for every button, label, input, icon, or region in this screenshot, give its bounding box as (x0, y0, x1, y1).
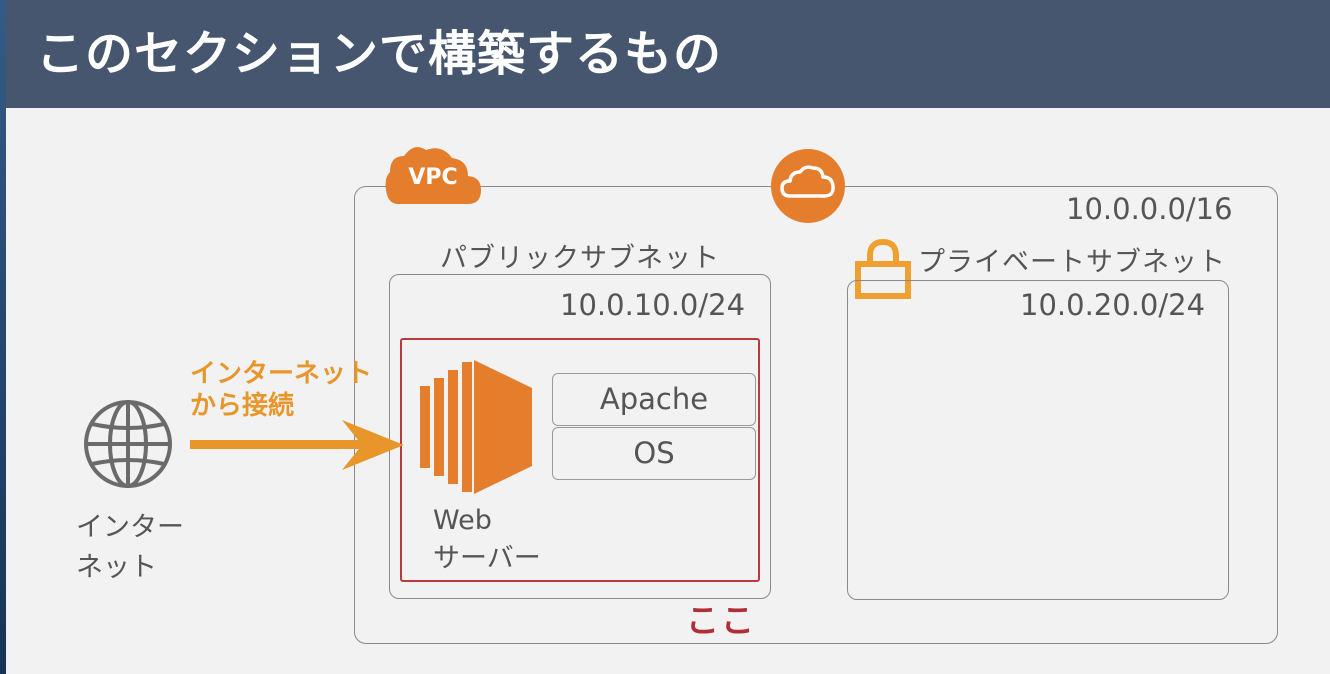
connection-label-line2: から接続 (190, 391, 295, 421)
web-server-label-line1: Web (433, 505, 492, 536)
vpc-badge-label: VPC (408, 165, 458, 190)
internet-label-line1: インター (76, 512, 184, 543)
highlight-note: ここ (686, 601, 756, 640)
vpc-cidr: 10.0.0.0/16 (1066, 192, 1233, 226)
internet-label-line2: ネット (76, 552, 157, 583)
ec2-instance-icon (420, 360, 532, 494)
public-subnet-box (389, 274, 771, 599)
public-subnet-cidr: 10.0.10.0/24 (560, 288, 746, 322)
connection-label-line1: インターネット (190, 359, 373, 389)
apache-layer: Apache (552, 373, 756, 426)
private-subnet-label: プライベートサブネット (918, 247, 1226, 278)
cloud-icon (771, 149, 845, 223)
private-subnet-box (847, 280, 1229, 600)
connection-label: インターネット から接続 (190, 358, 372, 422)
web-server-label: Web サーバー (433, 502, 541, 578)
diagram-area (6, 108, 1330, 674)
web-server-label-line2: サーバー (433, 543, 541, 574)
desktop-edge (0, 0, 6, 674)
focus-highlight-box (400, 338, 760, 582)
internet-label: インター ネット (76, 508, 184, 588)
os-layer: OS (552, 427, 756, 480)
slide-title: このセクションで構築するもの (36, 26, 723, 82)
arrow-right-icon (190, 420, 404, 470)
globe-icon (84, 400, 172, 488)
public-subnet-label: パブリックサブネット (440, 243, 720, 274)
vpc-cloud-badge-icon (385, 147, 481, 204)
title-bar: このセクションで構築するもの (6, 0, 1330, 108)
private-subnet-cidr: 10.0.20.0/24 (1020, 288, 1206, 322)
